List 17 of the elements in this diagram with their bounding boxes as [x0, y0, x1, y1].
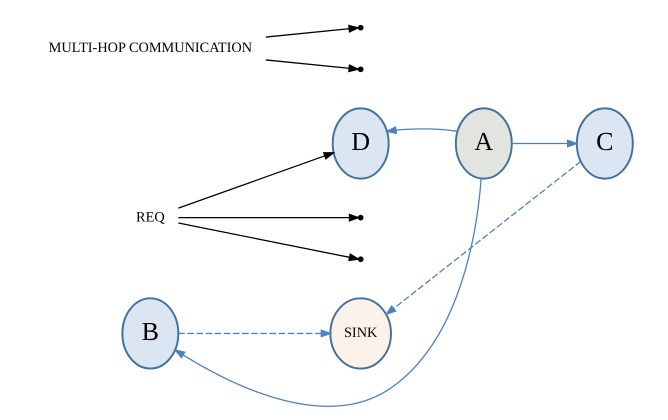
- arrow: [178, 152, 336, 209]
- arrow: [512, 139, 579, 148]
- node-ellipse: B: [121, 297, 180, 370]
- arrow: [385, 126, 458, 134]
- arrow: [178, 222, 360, 262]
- arrow: [266, 24, 360, 38]
- arrow: [266, 59, 360, 72]
- arrow: [384, 160, 582, 316]
- node-ellipse: C: [576, 107, 634, 180]
- node-ellipse: D: [332, 107, 390, 180]
- node-ellipse: A: [454, 107, 513, 180]
- arrow: [178, 214, 361, 222]
- node-ellipse: SINK: [329, 297, 392, 370]
- arrow: [174, 178, 482, 407]
- node-text: MULTI-HOP COMMUNICATION: [48, 40, 252, 56]
- node-text: REQ: [136, 209, 165, 226]
- arrow: [178, 329, 332, 338]
